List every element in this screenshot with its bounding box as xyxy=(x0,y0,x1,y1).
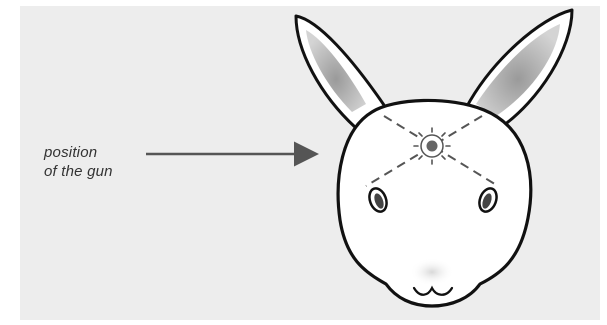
muzzle-shading xyxy=(410,258,454,286)
